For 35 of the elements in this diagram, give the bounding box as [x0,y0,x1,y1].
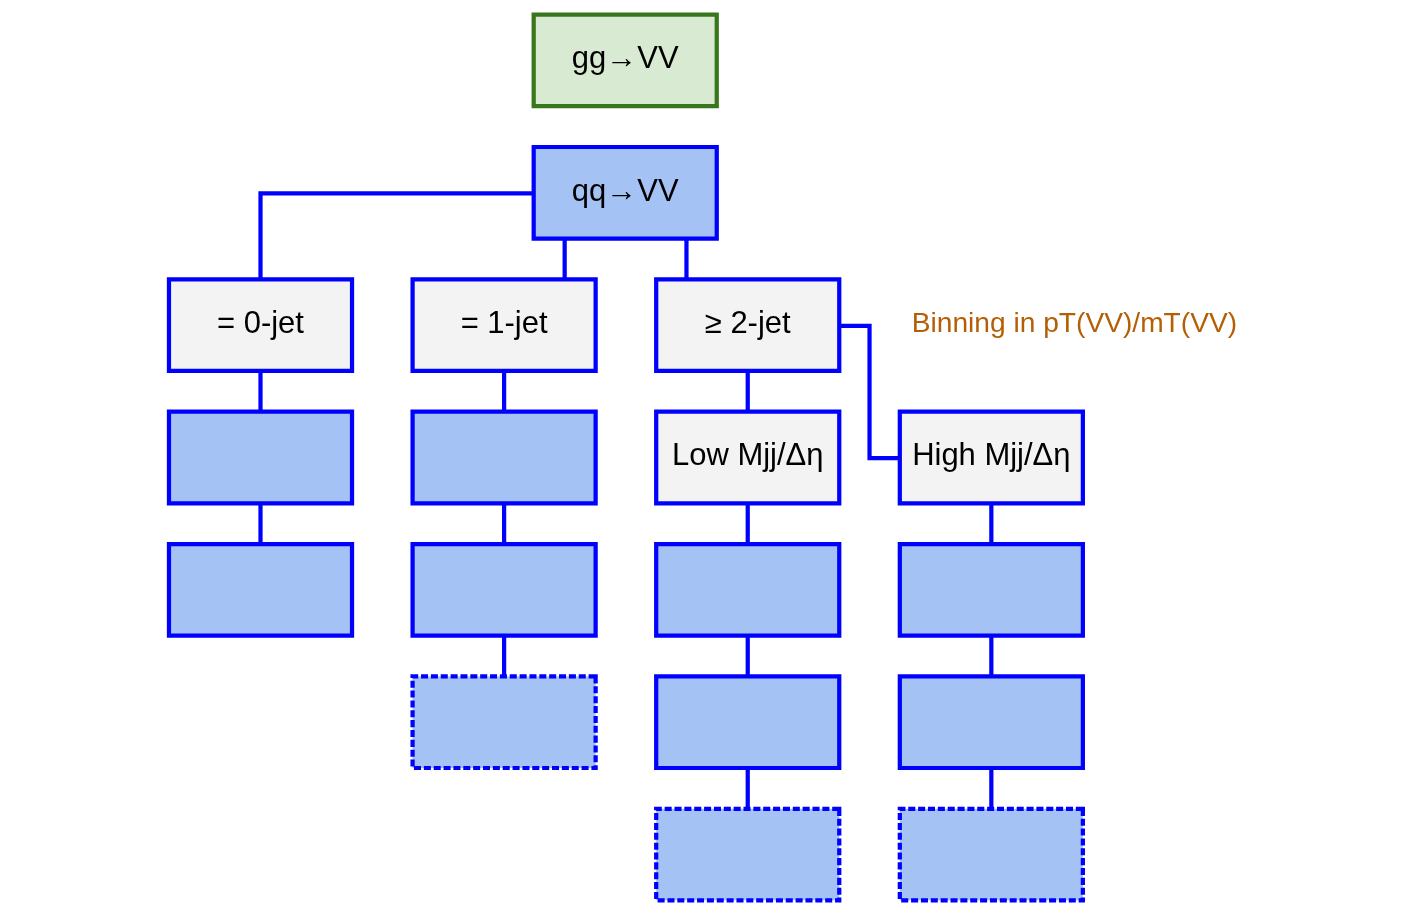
node-box [897,541,1085,638]
node-box: High Mjj/Δη [897,409,1085,505]
connector [257,502,263,544]
node-box [653,673,841,770]
connector [257,190,534,279]
node-box: gg→VV [531,12,719,108]
connector [745,370,750,412]
connector [745,502,750,544]
connector [988,767,993,809]
node-box [409,673,598,770]
node-box [409,541,598,638]
node-box: ≥ 2-jet [653,276,841,373]
connector [745,635,750,676]
node-box [653,806,841,902]
connector [562,238,567,279]
connector [501,502,506,544]
connector [988,635,993,676]
label: Binning in pT(VV)/mT(VV) [911,306,1237,338]
connector [838,323,900,460]
node-box [166,409,354,505]
node-box: Low Mjj/Δη [653,409,841,505]
node-box [897,806,1085,902]
node-box [166,541,354,638]
connector [988,502,993,544]
connector [501,635,506,676]
connector [745,767,750,809]
node-box: qq→VV [531,144,719,241]
node-box [653,541,841,638]
node-box: = 0-jet [166,276,354,373]
connector [501,370,506,412]
node-box: = 1-jet [409,276,598,373]
connector [683,238,689,279]
connector [257,370,263,412]
node-box [409,409,598,505]
node-box [897,673,1085,770]
